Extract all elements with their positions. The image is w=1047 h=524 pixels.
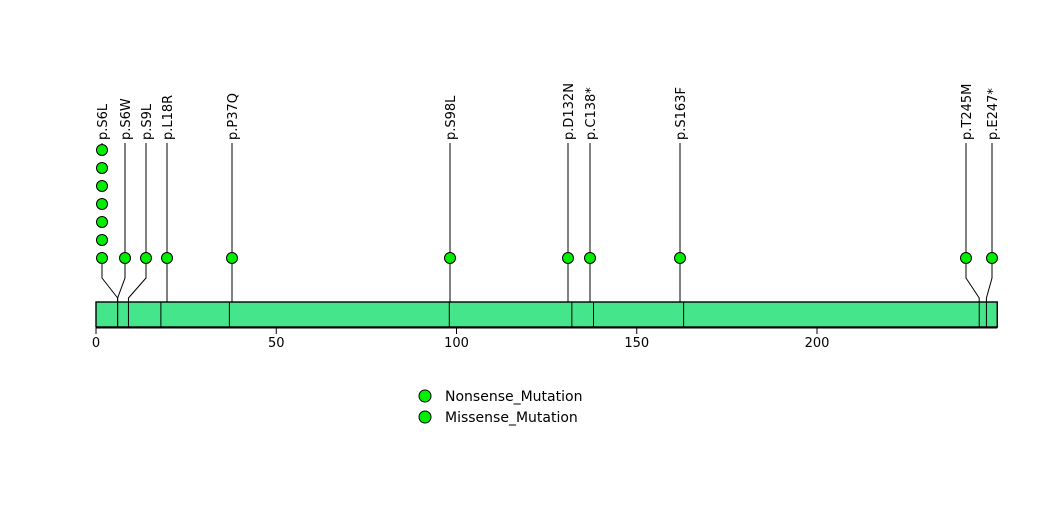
x-axis-tick-label: 100 — [444, 336, 469, 351]
mutation-dot[interactable] — [140, 252, 152, 264]
mutation-label: p.S6W — [119, 98, 134, 140]
mutation-dot[interactable] — [96, 162, 108, 174]
mutation-labels-group: p.S6L p.S6W p.S9L p.L18R p.P37Q p.S98L p.D132N… — [96, 83, 1001, 140]
x-axis-tick-label: 50 — [268, 336, 285, 351]
x-axis-tick-label: 0 — [92, 336, 100, 351]
mutation-stem-connector — [965, 258, 980, 302]
mutation-label: p.S98L — [444, 95, 459, 140]
mutation-label: p.T245M — [960, 84, 975, 140]
mutation-dot[interactable] — [562, 252, 574, 264]
mutation-stem-connector — [101, 258, 119, 302]
legend-swatch — [418, 389, 432, 403]
x-axis-tick-label: 200 — [805, 336, 830, 351]
mutation-label: p.S6L — [96, 103, 111, 140]
mutation-stem-connector — [985, 258, 993, 302]
protein-domain-bar-group — [95, 301, 998, 328]
mutation-dot[interactable] — [96, 252, 108, 264]
legend-label: Missense_Mutation — [445, 410, 578, 426]
legend-swatch — [418, 410, 432, 424]
mutation-dot[interactable] — [96, 198, 108, 210]
mutation-label: p.S9L — [140, 103, 155, 140]
mutation-stems-group — [101, 143, 993, 302]
mutation-label: p.C138* — [584, 87, 599, 140]
mutation-dot[interactable] — [119, 252, 131, 264]
mutation-stem-connector — [117, 258, 126, 302]
x-axis-group: 0 50 100 150 200 — [92, 327, 998, 351]
mutation-dot[interactable] — [96, 234, 108, 246]
mutation-dot[interactable] — [674, 252, 686, 264]
mutation-label: p.P37Q — [226, 93, 241, 140]
mutation-dot[interactable] — [96, 144, 108, 156]
mutation-dot[interactable] — [96, 180, 108, 192]
mutation-label: p.E247* — [986, 88, 1001, 140]
mutation-dot[interactable] — [584, 252, 596, 264]
mutation-dot[interactable] — [444, 252, 456, 264]
x-axis-tick-label: 150 — [624, 336, 649, 351]
legend-label: Nonsense_Mutation — [445, 389, 582, 405]
protein-domain-bar — [95, 301, 998, 328]
mutation-dot[interactable] — [986, 252, 998, 264]
mutation-label: p.L18R — [161, 95, 176, 140]
mutation-dot[interactable] — [226, 252, 238, 264]
mutation-dot[interactable] — [161, 252, 173, 264]
mutation-dot[interactable] — [960, 252, 972, 264]
mutation-label: p.D132N — [562, 83, 577, 140]
mutation-dots-group — [96, 144, 998, 264]
mutation-stem-connector — [127, 258, 147, 302]
mutation-label: p.S163F — [674, 87, 689, 140]
mutation-dot[interactable] — [96, 216, 108, 228]
